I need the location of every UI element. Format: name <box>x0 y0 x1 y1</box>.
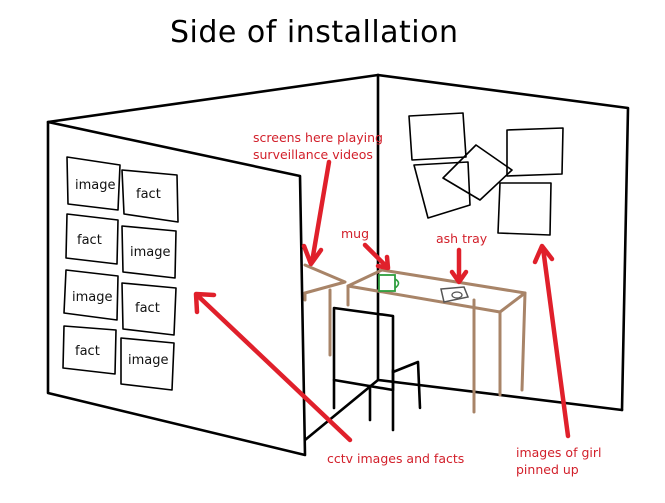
ash-tray-arrow <box>449 247 469 285</box>
wall-card-label: image <box>75 178 116 193</box>
wall-card-label: image <box>128 353 169 368</box>
girl-images-arrow <box>532 243 571 439</box>
wall-card-label: fact <box>135 301 160 316</box>
screens-annotation-line1: screens here playing <box>253 130 383 145</box>
table <box>303 263 527 414</box>
wall-card: fact <box>62 325 117 375</box>
mug-arrow <box>362 242 391 271</box>
wall-card-label: fact <box>136 187 161 202</box>
mug-annotation: mug <box>341 226 369 241</box>
wall-card-label: image <box>130 245 171 260</box>
girl-annotation-line1: images of girl <box>516 445 601 460</box>
wall-card-label: image <box>72 290 113 305</box>
wall-card: image <box>66 156 121 211</box>
ash-tray-icon <box>440 286 470 303</box>
wall-card: fact <box>121 169 179 223</box>
girl-annotation-line2: pinned up <box>516 462 579 477</box>
wall-card-label: fact <box>75 344 100 359</box>
wall-card: image <box>121 225 177 279</box>
screens-annotation-line2: surveillance videos <box>253 147 373 162</box>
wall-card: fact <box>121 282 177 336</box>
cctv-annotation: cctv images and facts <box>327 451 464 466</box>
pinned-images <box>408 112 564 236</box>
wall-card: image <box>120 337 175 391</box>
wall-cards: image fact fact image image fact fact i <box>62 156 179 391</box>
wall-card: image <box>63 269 119 321</box>
cctv-arrow <box>193 291 353 443</box>
diagram-title: Side of installation <box>170 15 459 50</box>
wall-card: fact <box>65 213 119 265</box>
ash-tray-annotation: ash tray <box>436 231 488 246</box>
chair <box>332 306 422 432</box>
back-wall <box>303 73 630 442</box>
screens-arrow <box>301 159 332 267</box>
annotation-arrows <box>193 159 571 443</box>
mug-icon <box>378 274 400 292</box>
wall-card-label: fact <box>77 233 102 248</box>
